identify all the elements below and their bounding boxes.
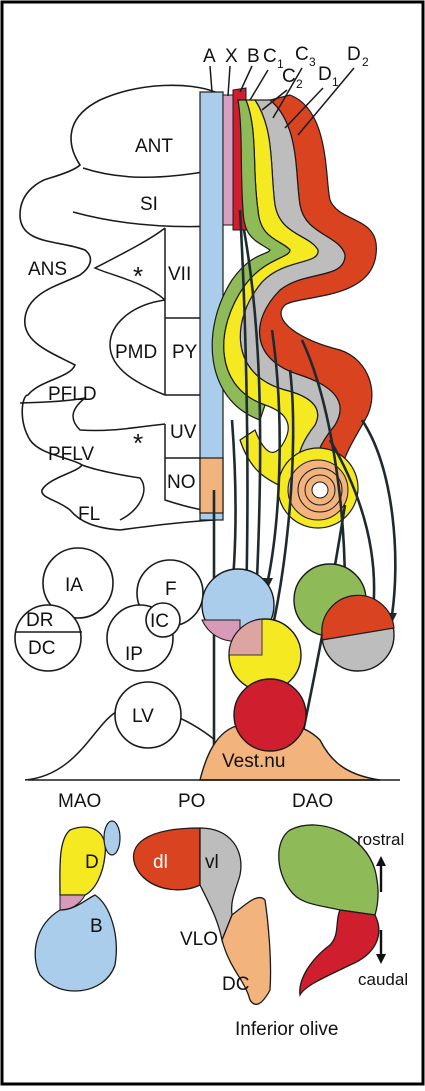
inferior-olive: MAO PO DAO D B dl vl VLO DC (35, 791, 408, 1040)
zone-label-c2: C 2 (282, 66, 303, 91)
zone-label-c1: C 1 (263, 46, 284, 71)
label-ant: ANT (135, 136, 173, 157)
label-no: NO (167, 472, 196, 493)
asterisk-1: * (133, 261, 143, 291)
mao-shape: D B (35, 821, 120, 991)
target-red-circle (234, 679, 306, 751)
zone-label-b: B (247, 46, 260, 67)
label-inferior-olive: Inferior olive (235, 1019, 339, 1040)
label-py: PY (172, 342, 198, 363)
svg-text:2: 2 (296, 77, 303, 91)
label-po: PO (178, 791, 205, 812)
svg-text:D: D (347, 44, 361, 65)
label-uv: UV (170, 422, 197, 443)
label-pfld: PFLD (48, 384, 97, 405)
svg-text:3: 3 (309, 55, 316, 69)
label-mao-b: B (90, 916, 103, 937)
label-po-dl: dl (153, 852, 168, 873)
label-pmd: PMD (115, 342, 157, 363)
label-mao: MAO (58, 791, 101, 812)
cerebellar-nuclei: IA DR DC F IC IP (15, 548, 394, 691)
label-rostral: rostral (357, 830, 404, 849)
rostral-arrowhead-icon (376, 856, 386, 866)
asterisk-2: * (133, 428, 143, 458)
label-dc-nucleus: DC (28, 638, 55, 659)
zone-label-a: A (203, 46, 216, 67)
svg-text:C: C (295, 44, 309, 65)
svg-text:2: 2 (362, 55, 369, 69)
label-ip: IP (125, 644, 143, 665)
label-vest-nu: Vest.nu (222, 751, 285, 772)
caudal-arrowhead-icon (376, 954, 386, 964)
zone-label-d1: D 1 (318, 64, 339, 89)
label-dr: DR (26, 610, 53, 631)
zone-label-x: X (225, 46, 238, 67)
zone-label-d2: D 2 (347, 44, 369, 69)
label-caudal: caudal (358, 970, 408, 989)
label-ic: IC (150, 611, 169, 632)
zone-label-c3: C 3 (295, 44, 316, 69)
label-mao-d: D (85, 852, 99, 873)
label-ans: ANS (28, 259, 67, 280)
svg-text:D: D (318, 64, 332, 85)
arrow-d2 (362, 420, 395, 615)
cerebellar-zones (200, 88, 376, 528)
label-po-dc: DC (222, 974, 249, 995)
zone-no-strip (200, 458, 223, 513)
zone-x-strip (223, 95, 233, 225)
label-fl: FL (78, 504, 100, 525)
label-dao: DAO (292, 791, 333, 812)
label-si: SI (140, 194, 158, 215)
label-po-vl: vl (205, 852, 219, 873)
label-f: F (165, 579, 177, 600)
svg-text:C: C (263, 46, 277, 67)
label-lv: LV (132, 706, 154, 727)
po-shape: dl vl VLO DC (134, 828, 271, 1004)
vestibular-region: LV Vest.nu (25, 679, 400, 780)
label-ia: IA (65, 575, 83, 596)
label-pflv: PFLV (48, 444, 94, 465)
svg-text:C: C (282, 66, 296, 87)
label-vii: VII (168, 264, 191, 285)
label-vlo: VLO (180, 929, 218, 950)
